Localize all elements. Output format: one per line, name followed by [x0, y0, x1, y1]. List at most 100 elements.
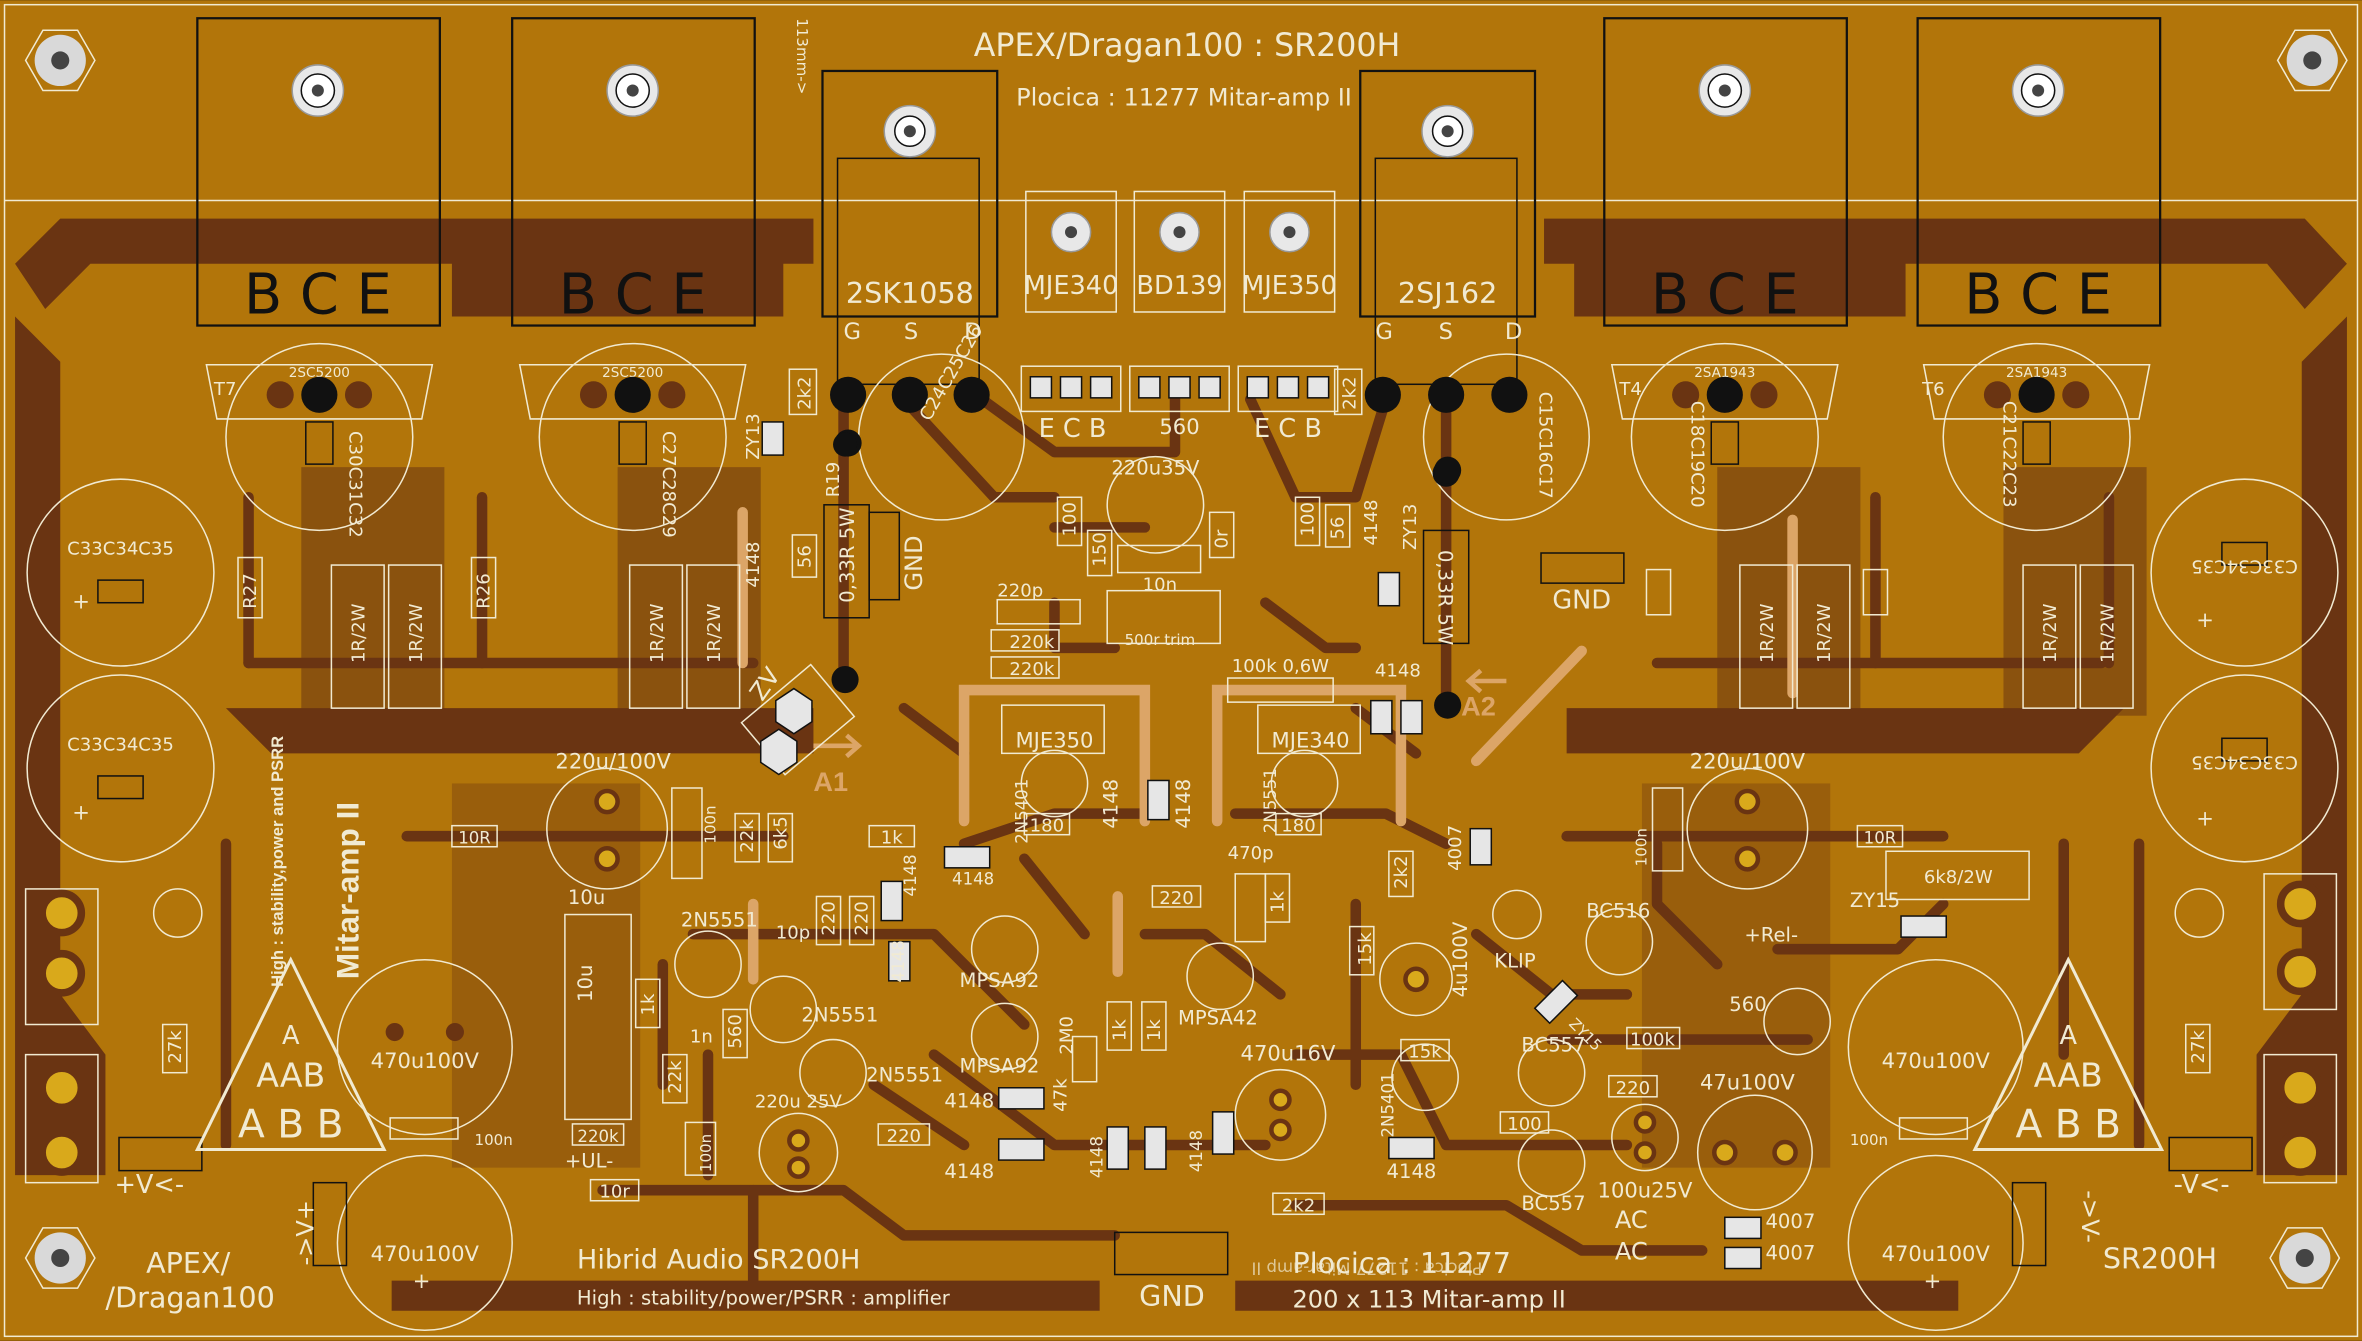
ul-connector-label: +UL-	[565, 1150, 613, 1173]
r-1r2w: 1R/2W	[349, 603, 370, 663]
ref-t7: T7	[213, 379, 237, 400]
r-15k: 15k	[1355, 932, 1376, 966]
pins-ecb: E C B	[1039, 414, 1107, 444]
cap-label: C18C19C20	[1687, 401, 1708, 508]
cap-label: C33C34C35	[2191, 556, 2298, 577]
r-1r2w: 1R/2W	[406, 603, 427, 663]
ref-t6: T6	[1921, 379, 1945, 400]
cap-label: 10u	[568, 886, 605, 909]
ac-label: AC	[1615, 1206, 1648, 1234]
r-2k2: 2k2	[1340, 376, 1361, 409]
r-2k2: 2k2	[1282, 1195, 1315, 1216]
diode-4148: 4148	[944, 1089, 994, 1112]
svg-text:+: +	[413, 1268, 431, 1293]
r-56: 56	[794, 545, 815, 568]
diode-4148: 4148	[1375, 661, 1421, 682]
diode-4148: 4148	[1100, 779, 1123, 829]
relay-label: +Rel-	[1744, 924, 1798, 947]
r560-label: 560	[1159, 414, 1199, 439]
pin-g: G	[1375, 319, 1392, 345]
r-47k: 47k	[1051, 1078, 1072, 1112]
pins-ecb: E C B	[1254, 414, 1322, 444]
logo-line-2: AAB	[2034, 1055, 2103, 1094]
r26-label: R26	[474, 573, 495, 609]
jumper-traces	[737, 507, 1798, 985]
r-100: 100	[1507, 1114, 1541, 1135]
brand-hibrid: Hibrid Audio SR200H	[577, 1245, 860, 1276]
r-1r2w: 1R/2W	[1757, 603, 1778, 663]
ac-label: AC	[1615, 1237, 1648, 1265]
r-560: 560	[725, 1014, 746, 1048]
r-22k: 22k	[665, 1060, 686, 1094]
c-100n: 100n	[1632, 828, 1650, 866]
board-title: APEX/Dragan100 : SR200H	[974, 28, 1401, 64]
r-1r2w: 1R/2W	[1814, 603, 1835, 663]
mounting-holes	[24, 29, 2348, 1289]
brand-tagline: High : stability/power/PSRR : amplifier	[577, 1287, 951, 1310]
bce-label: B C E	[559, 262, 707, 327]
q-mpsa92: MPSA92	[960, 1055, 1040, 1078]
aab-logos: A AAB A B B A AAB A B B	[194, 956, 2165, 1152]
q-2n5401: 2N5401	[1378, 1072, 1397, 1137]
cap-label: 470u100V	[371, 1048, 480, 1073]
r-220: 220	[852, 901, 873, 935]
svg-text:+: +	[2196, 806, 2214, 831]
gnd-bottom-label: GND	[1139, 1279, 1205, 1313]
r-10r: 10R	[1864, 829, 1897, 848]
r-56: 56	[1328, 516, 1349, 539]
r-100: 100	[1060, 502, 1081, 536]
bce-label: B C E	[1651, 262, 1799, 327]
r-180: 180	[1030, 816, 1064, 837]
bce-label: B C E	[244, 262, 392, 327]
r-560: 560	[1729, 993, 1766, 1016]
cap-label: C30C31C32	[344, 431, 365, 538]
cap-label: 220u/100V	[555, 748, 671, 773]
c-220p: 220p	[997, 581, 1043, 602]
diode-4148: 4148	[1187, 1130, 1206, 1172]
minus-v-label: -V<-	[2174, 1170, 2230, 1200]
driver-label-bd139: BD139	[1136, 271, 1222, 301]
r-27k: 27k	[2188, 1030, 2209, 1064]
diode-4148: 4148	[1088, 1136, 1107, 1178]
r-1k: 1k	[881, 828, 903, 849]
diode-4148: 4148	[1361, 500, 1382, 546]
c-10n: 10n	[1143, 575, 1177, 596]
transistor-type: 2SA1943	[2006, 365, 2067, 381]
r-220k: 220k	[1009, 659, 1054, 680]
zener-zy13: ZY13	[743, 413, 764, 459]
plocica-label: Plocica : 11277	[1292, 1246, 1510, 1280]
cap-label: 220u/100V	[1690, 748, 1806, 773]
gnd-label-vertical: GND	[900, 535, 928, 590]
r-1r2w: 1R/2W	[704, 603, 725, 663]
power-transistor-outlines: B C E B C E B C E B C E	[196, 17, 2162, 327]
r-1k: 1k	[1144, 1019, 1165, 1041]
cap-label: C33C34C35	[67, 539, 174, 560]
driver-label-mje340: MJE340	[1024, 271, 1119, 301]
transistor-type: 2SA1943	[1694, 365, 1755, 381]
pin-s: S	[904, 319, 918, 345]
r-1r2w: 1R/2W	[647, 603, 668, 663]
r-220: 220	[819, 901, 840, 935]
q-mpsa92: MPSA92	[960, 969, 1040, 992]
diode-4148: 4148	[1387, 1160, 1437, 1183]
c-10p: 10p	[776, 923, 810, 944]
zener-zy13: ZY13	[1400, 504, 1421, 550]
brand-dragan: /Dragan100	[105, 1281, 274, 1315]
cap-label: C21C22C23	[1998, 401, 2019, 508]
mosfet-label-2sk1058: 2SK1058	[846, 276, 974, 310]
brand-sr200h: SR200H	[2103, 1242, 2217, 1276]
r-220: 220	[1159, 888, 1193, 909]
cap-label: C27C28C29	[658, 431, 679, 538]
logo-line-2: AAB	[256, 1055, 325, 1094]
board-subtitle: Plocica : 11277 Mitar-amp II	[1016, 84, 1352, 112]
v-left-label: ->V+	[291, 1200, 319, 1266]
r-2k2: 2k2	[794, 376, 815, 409]
r-1k: 1k	[1109, 1019, 1130, 1041]
board-size-label: 200 x 113 Mitar-amp II	[1292, 1286, 1565, 1314]
cap-label: C15C16C17	[1535, 392, 1556, 499]
q-bc557: BC557	[1521, 1034, 1585, 1057]
logo-line-3: A B B	[238, 1102, 343, 1147]
cap-label: 220u35V	[1111, 457, 1200, 480]
cap-label: 220u 25V	[755, 1091, 843, 1112]
